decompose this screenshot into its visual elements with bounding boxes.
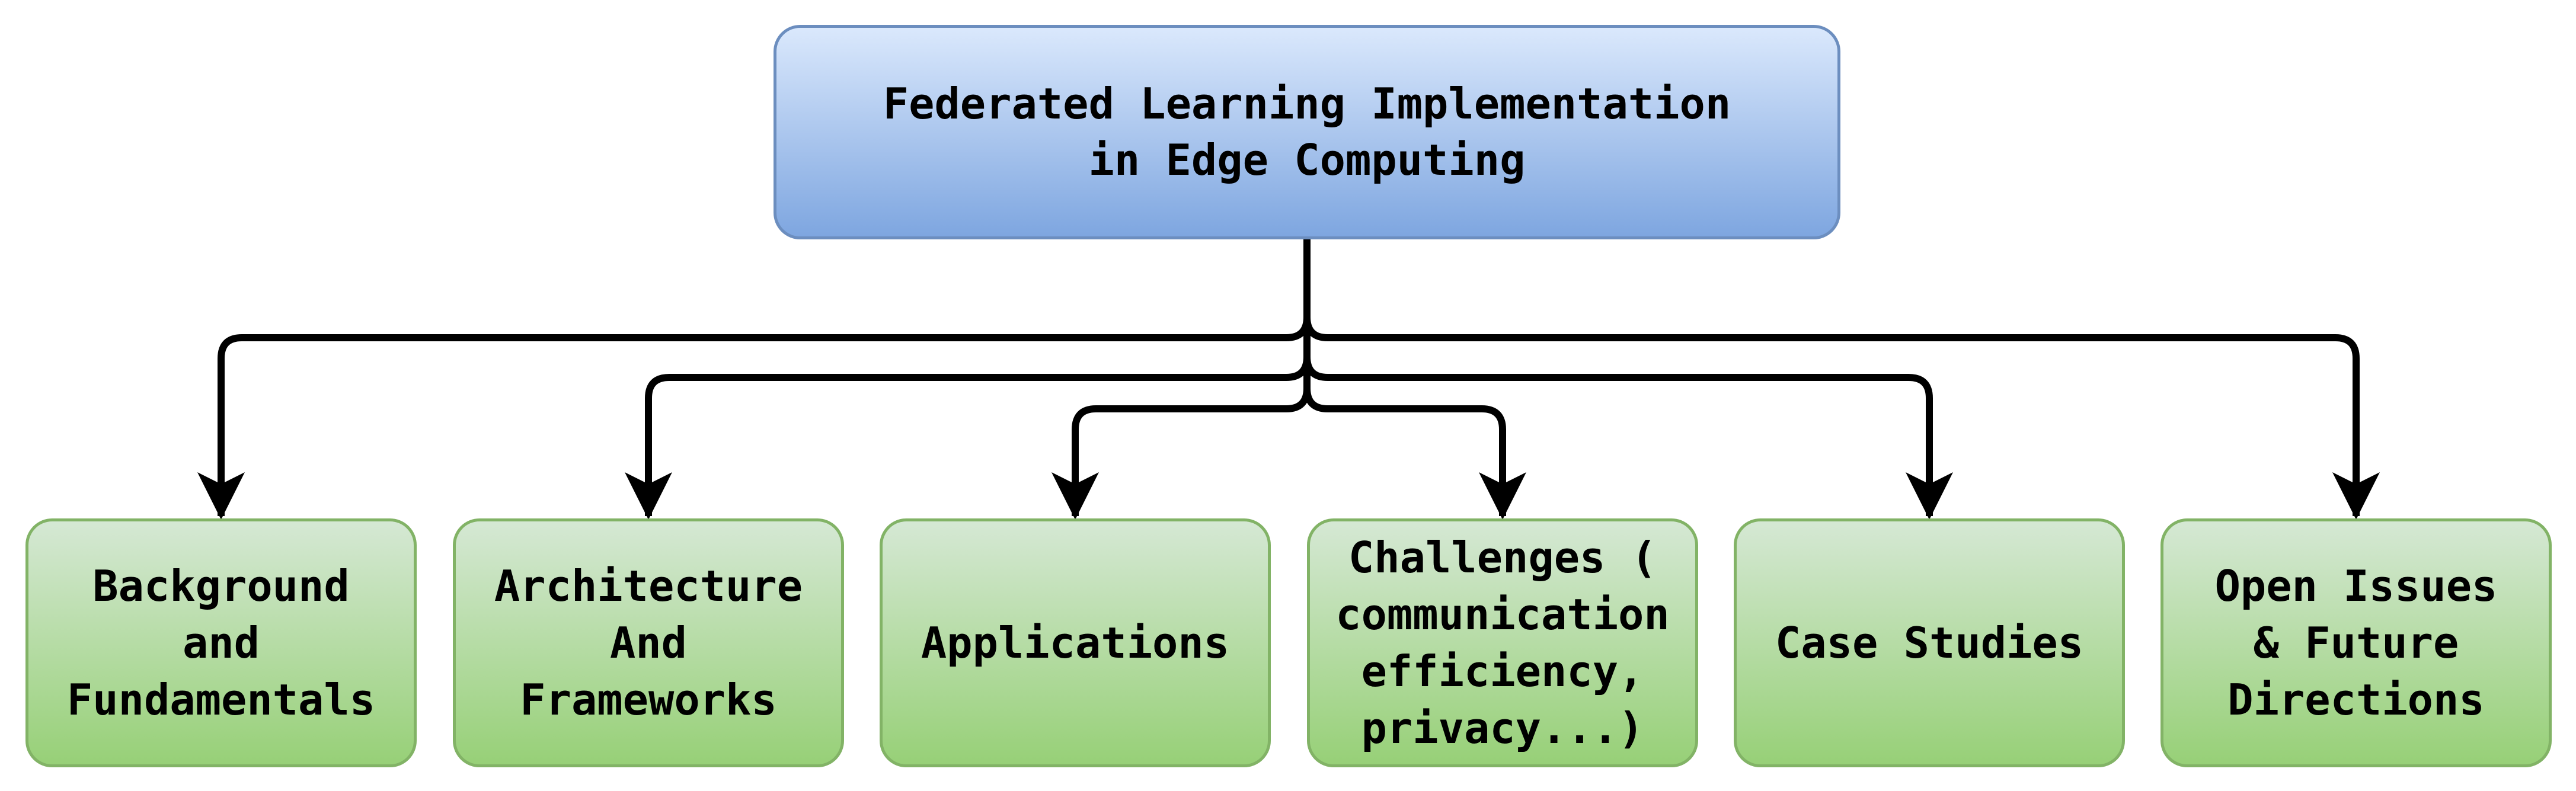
child-node-case-studies: Case Studies (1734, 518, 2125, 767)
child-node-challenges: Challenges ( communication efficiency, p… (1307, 518, 1698, 767)
connector-challenges (1303, 239, 1526, 520)
root-node-federated-learning: Federated Learning Implementation in Edg… (774, 25, 1840, 239)
child-node-open-issues: Open Issues & Future Directions (2160, 518, 2552, 767)
child-node-architecture-frameworks: Architecture And Frameworks (453, 518, 844, 767)
child-node-background-fundamentals: Background and Fundamentals (25, 518, 417, 767)
connector-architecture-frameworks (625, 239, 1311, 520)
connector-case-studies (1303, 239, 1953, 520)
connector-open-issues (1303, 239, 2380, 520)
child-node-applications: Applications (880, 518, 1271, 767)
